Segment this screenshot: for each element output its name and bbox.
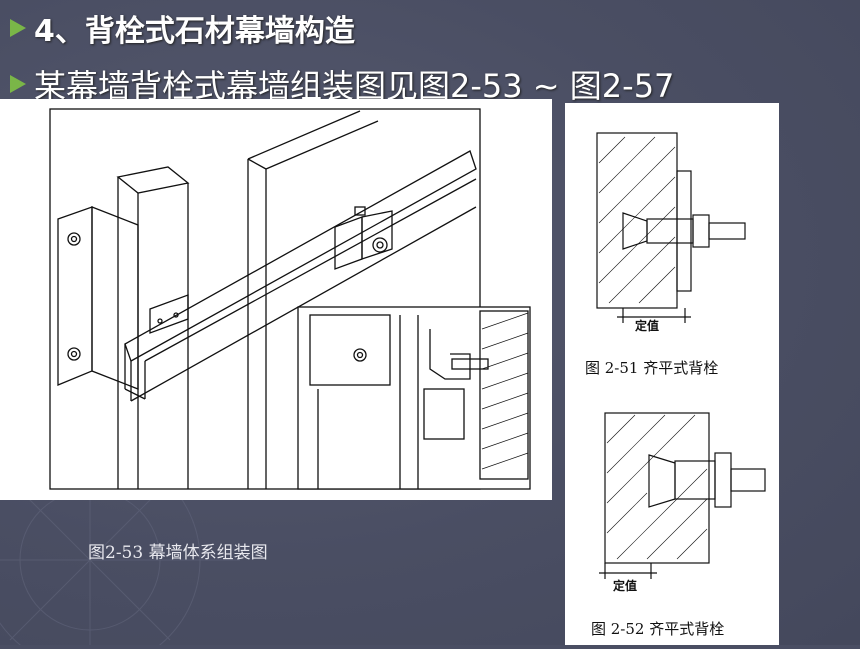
slide-subheading: 某幕墙背栓式幕墙组装图见图2-53 ~ 图2-57 — [10, 61, 674, 107]
fig252-dimension-label: 定值 — [613, 579, 638, 593]
main-figure-caption: 图2-53 幕墙体系组装图 — [88, 543, 268, 563]
assembly-drawing-svg — [49, 108, 531, 490]
anchor-detail-svg — [596, 132, 766, 579]
fig251-caption: 图 2-51 齐平式背栓 — [585, 359, 719, 377]
bullet-triangle-icon — [10, 19, 26, 37]
bullet-triangle-icon — [10, 75, 26, 93]
fig252-caption: 图 2-52 齐平式背栓 — [591, 620, 725, 638]
slide-heading: 4、背栓式石材幕墙构造 — [10, 6, 355, 50]
slide-heading-text: 4、背栓式石材幕墙构造 — [34, 14, 355, 49]
assembly-drawing — [0, 99, 552, 500]
anchor-detail-figures: 定值 图 2-51 齐平式背栓 定值 图 2-52 齐平式背栓 — [565, 103, 779, 645]
fig251-dimension-label: 定值 — [635, 319, 660, 333]
slide-subheading-text: 某幕墙背栓式幕墙组装图见图2-53 ~ 图2-57 — [34, 67, 675, 105]
